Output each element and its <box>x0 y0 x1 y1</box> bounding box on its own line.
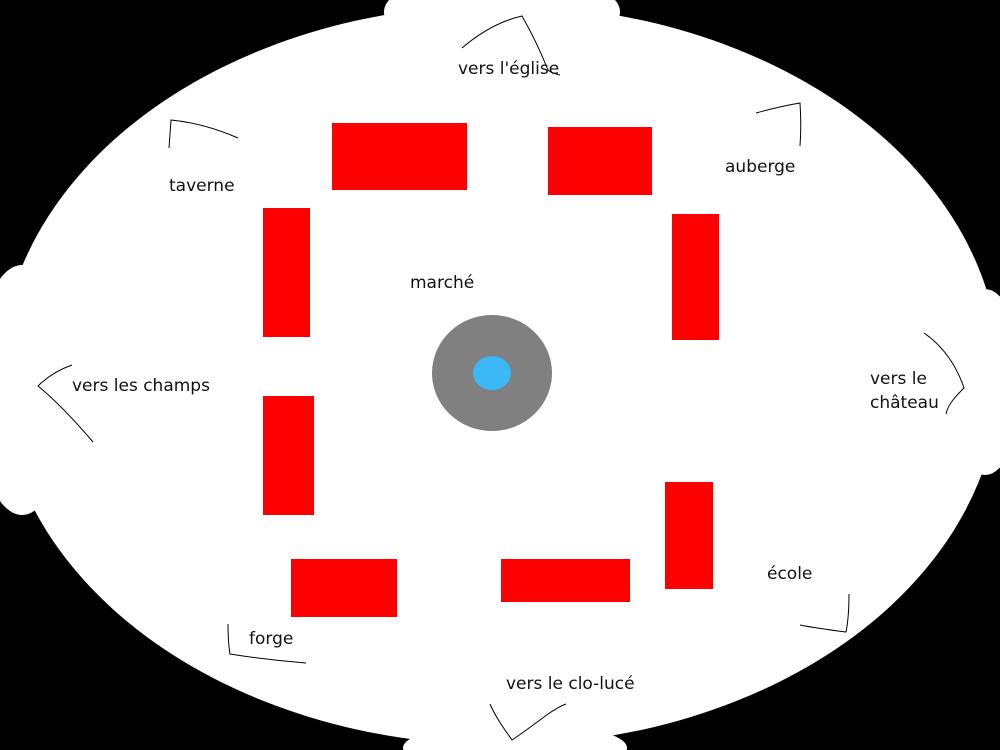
label-vers-eglise: vers l'église <box>458 59 560 79</box>
path-line-chateau <box>923 332 965 415</box>
path-line-eglise <box>461 15 561 76</box>
label-forge: forge <box>249 629 294 649</box>
path-line-ecole <box>799 593 850 633</box>
path-line-clo-luce <box>489 703 567 741</box>
building-top-left <box>332 123 467 190</box>
path-line-auberge <box>755 102 802 147</box>
label-vers-champs: vers les champs <box>72 376 210 396</box>
building-left-upper <box>263 208 310 337</box>
path-line-champs <box>37 364 94 443</box>
fountain-icon <box>432 315 552 431</box>
label-vers-chateau-line2: château <box>870 393 939 413</box>
label-vers-clo-luce: vers le clo-lucé <box>506 674 635 694</box>
path-lines <box>37 15 965 741</box>
building-bottom-left <box>291 559 397 617</box>
label-ecole: école <box>767 564 813 584</box>
label-marche: marché <box>410 273 475 293</box>
fountain-water <box>473 356 511 390</box>
label-auberge: auberge <box>725 157 796 177</box>
buildings <box>263 123 719 617</box>
building-right-upper <box>672 214 719 340</box>
label-vers-chateau-line1: vers le <box>870 369 927 389</box>
label-taverne: taverne <box>169 176 235 196</box>
path-line-taverne <box>168 119 239 149</box>
building-right-lower <box>665 482 713 589</box>
path-line-forge <box>227 623 307 664</box>
building-bottom-right <box>501 559 630 602</box>
building-left-lower <box>263 396 314 515</box>
building-top-right <box>548 127 652 195</box>
